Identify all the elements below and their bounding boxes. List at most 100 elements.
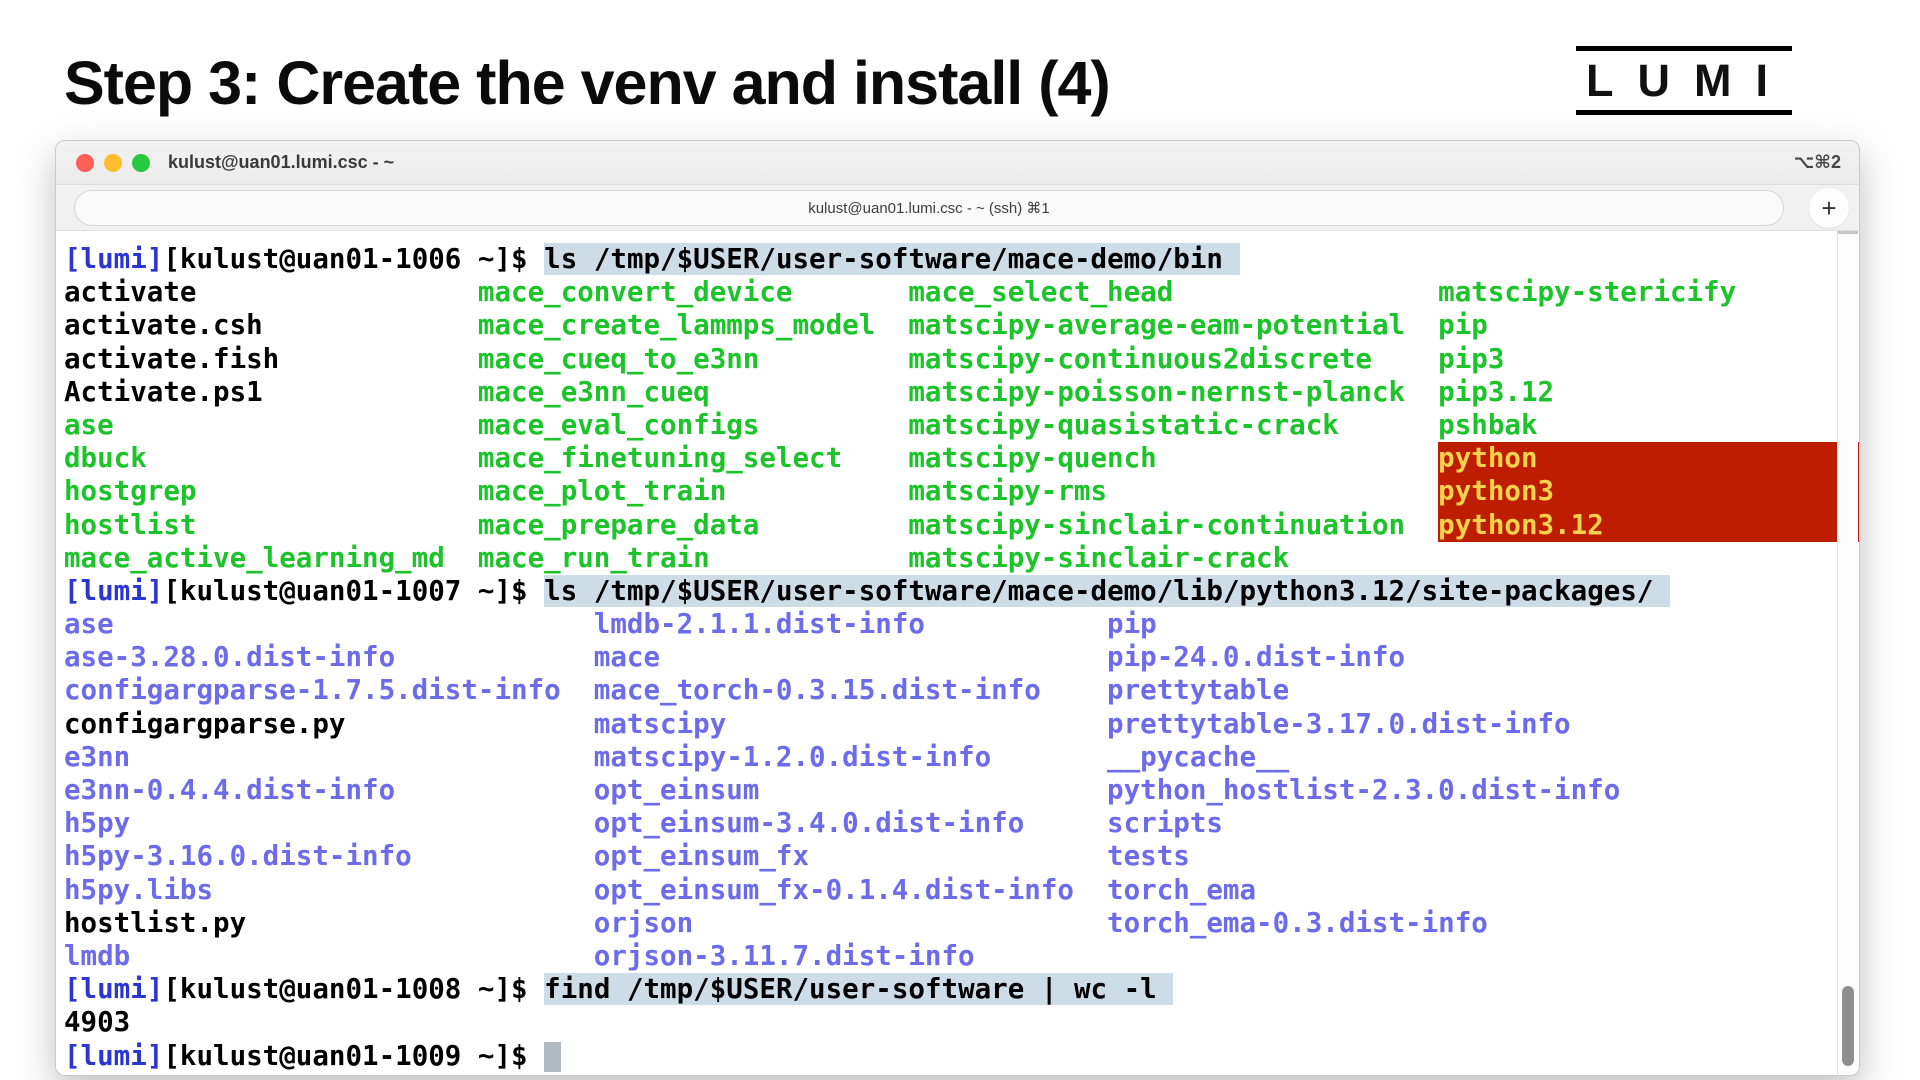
- file-entry: prettytable: [1107, 674, 1290, 707]
- file-entry: e3nn: [64, 740, 131, 773]
- file-entry: Activate.ps1: [64, 375, 263, 408]
- terminal-line: h5py-3.16.0.dist-info opt_einsum_fx tests: [64, 840, 1859, 873]
- terminal-line: dbuck mace_finetuning_select matscipy-quen…: [64, 442, 1859, 476]
- file-entry: torch_ema-0.3.dist-info: [1107, 906, 1488, 939]
- window-title: kulust@uan01.lumi.csc - ~: [168, 152, 395, 172]
- file-entry: mace_cueq_to_e3nn: [477, 342, 760, 375]
- terminal-line: [lumi][kulust@uan01-1007 ~]$ ls /tmp/$US…: [64, 574, 1859, 608]
- file-entry: mace_e3nn_cueq: [477, 375, 710, 408]
- terminal-window: kulust@uan01.lumi.csc - ~ ⌥⌘2 kulust@uan…: [55, 140, 1860, 1076]
- file-entry: mace_select_head: [908, 276, 1174, 309]
- terminal-line: [lumi][kulust@uan01-1008 ~]$ find /tmp/$…: [64, 973, 1859, 1006]
- tab-ssh-session[interactable]: kulust@uan01.lumi.csc - ~ (ssh) ⌘1: [74, 190, 1784, 226]
- file-entry: pip: [1107, 608, 1157, 641]
- new-tab-button[interactable]: +: [1809, 188, 1849, 228]
- file-entry: matscipy-sinclair-continuation: [908, 508, 1406, 541]
- file-entry: prettytable-3.17.0.dist-info: [1107, 707, 1571, 740]
- file-entry: torch_ema: [1107, 873, 1257, 906]
- file-entry: opt_einsum_fx: [593, 840, 810, 873]
- file-entry: mace_active_learning_md: [64, 541, 445, 574]
- command-text: ls /tmp/$USER/user-software/mace-demo/li…: [544, 574, 1670, 607]
- file-entry: matscipy-continuous2discrete: [908, 342, 1372, 375]
- terminal-line: Activate.ps1 mace_e3nn_cueq matscipy-poiss…: [64, 376, 1859, 409]
- terminal-line: activate.fish mace_cueq_to_e3nn matscipy-c…: [64, 343, 1859, 376]
- file-entry: pip: [1438, 309, 1488, 342]
- prompt-text: [kulust@uan01-1007 ~]$: [163, 574, 545, 607]
- prompt-text: [kulust@uan01-1006 ~]$: [163, 243, 545, 275]
- file-entry: matscipy-quasistatic-crack: [908, 408, 1339, 441]
- file-entry: python3: [1438, 475, 1859, 509]
- command-text: ls /tmp/$USER/user-software/mace-demo/bi…: [544, 243, 1240, 275]
- file-entry: python: [1438, 442, 1859, 476]
- terminal-line: [lumi][kulust@uan01-1009 ~]$: [64, 1040, 1859, 1073]
- lumi-logo: LUMI: [1576, 46, 1792, 115]
- file-entry: tests: [1107, 840, 1190, 873]
- file-entry: ase-3.28.0.dist-info: [64, 641, 396, 674]
- file-entry: opt_einsum: [593, 774, 760, 806]
- file-entry: configargparse.py: [64, 707, 346, 740]
- command-text: find /tmp/$USER/user-software | wc -l: [544, 973, 1174, 1006]
- tab-bar: kulust@uan01.lumi.csc - ~ (ssh) ⌘1 +: [56, 185, 1859, 231]
- prompt-text: [kulust@uan01-1008 ~]$: [163, 973, 545, 1006]
- file-entry: activate: [64, 276, 197, 309]
- terminal-line: configargparse.py matscipy prettytable-3.1…: [64, 708, 1859, 741]
- terminal-line: [lumi][kulust@uan01-1006 ~]$ ls /tmp/$US…: [64, 243, 1859, 276]
- tab-label: kulust@uan01.lumi.csc - ~ (ssh) ⌘1: [808, 200, 1050, 217]
- file-entry: mace_eval_configs: [477, 408, 760, 441]
- terminal-line: hostlist mace_prepare_data matscipy-sincla…: [64, 508, 1859, 542]
- file-entry: h5py-3.16.0.dist-info: [64, 840, 412, 873]
- file-entry: matscipy: [593, 707, 727, 740]
- file-entry: pip3: [1438, 342, 1505, 375]
- file-entry: dbuck: [64, 442, 147, 475]
- prompt-host: [lumi]: [64, 973, 164, 1006]
- window-titlebar[interactable]: kulust@uan01.lumi.csc - ~ ⌥⌘2: [56, 141, 1859, 185]
- prompt-host: [lumi]: [64, 574, 164, 607]
- file-entry: mace_create_lammps_model: [477, 309, 876, 342]
- prompt-text: [kulust@uan01-1009 ~]$: [163, 1039, 545, 1072]
- file-entry: mace_finetuning_select: [477, 442, 843, 475]
- traffic-lights: [76, 154, 150, 172]
- zoom-button[interactable]: [132, 154, 150, 172]
- file-entry: configargparse-1.7.5.dist-info: [64, 674, 561, 707]
- file-entry: activate.fish: [64, 342, 280, 375]
- file-entry: matscipy-average-eam-potential: [908, 309, 1406, 342]
- scrollbar-thumb[interactable]: [1842, 986, 1854, 1066]
- file-entry: orjson-3.11.7.dist-info: [593, 939, 975, 972]
- scrollbar-track[interactable]: [1837, 231, 1858, 1074]
- file-entry: mace_plot_train: [477, 475, 727, 508]
- file-entry: hostgrep: [64, 475, 197, 508]
- file-entry: pip3.12: [1438, 375, 1555, 408]
- file-entry: opt_einsum-3.4.0.dist-info: [593, 807, 1025, 840]
- command-output: 4903: [64, 1006, 131, 1039]
- file-entry: matscipy-quench: [908, 442, 1157, 475]
- file-entry: lmdb-2.1.1.dist-info: [593, 608, 925, 641]
- file-entry: scripts: [1107, 807, 1223, 840]
- minimize-button[interactable]: [104, 154, 122, 172]
- file-entry: matscipy-stericify: [1438, 276, 1737, 309]
- file-entry: pip-24.0.dist-info: [1107, 641, 1406, 674]
- terminal-line: configargparse-1.7.5.dist-info mace_torch…: [64, 674, 1859, 707]
- file-entry: ase: [64, 608, 114, 641]
- file-entry: matscipy-poisson-nernst-planck: [908, 375, 1406, 408]
- file-entry: hostlist: [64, 508, 197, 541]
- terminal-line: 4903: [64, 1006, 1859, 1039]
- terminal-screen[interactable]: [lumi][kulust@uan01-1006 ~]$ ls /tmp/$US…: [56, 231, 1859, 1075]
- terminal-line: ase lmdb-2.1.1.dist-info pip: [64, 608, 1859, 641]
- file-entry: pshbak: [1438, 408, 1538, 441]
- close-button[interactable]: [76, 154, 94, 172]
- file-entry: h5py: [64, 807, 131, 840]
- prompt-host: [lumi]: [64, 1039, 164, 1072]
- file-entry: mace_torch-0.3.15.dist-info: [593, 674, 1041, 707]
- slide-title: Step 3: Create the venv and install (4): [64, 49, 1111, 117]
- file-entry: mace_prepare_data: [477, 508, 760, 541]
- prompt-host: [lumi]: [64, 243, 164, 275]
- file-entry: python_hostlist-2.3.0.dist-info: [1107, 774, 1621, 806]
